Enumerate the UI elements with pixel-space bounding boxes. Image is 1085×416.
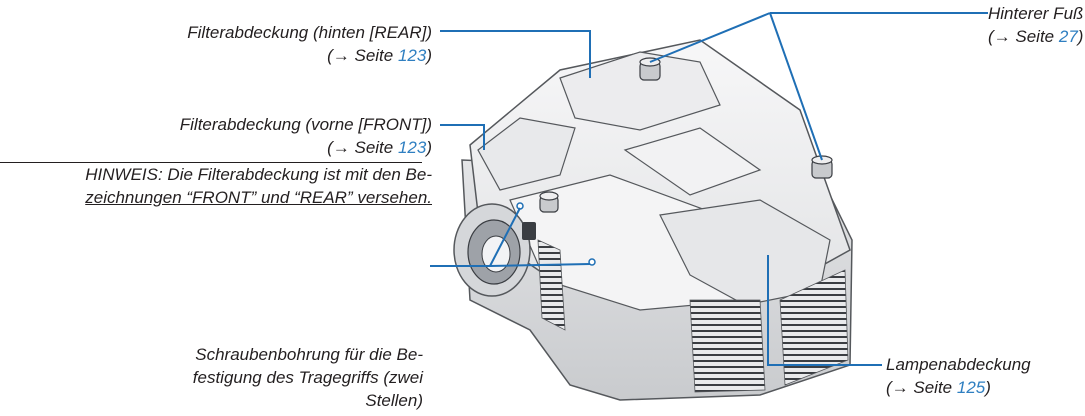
filter-rear-page-link[interactable]: 123	[397, 46, 427, 65]
filter-rear-page-ref: (→ Seite 123)	[327, 46, 432, 65]
rear-foot-page-link[interactable]: 27	[1058, 27, 1078, 46]
screw-holes-line-2: festigung des Tragegriffs (zwei	[192, 368, 423, 387]
note-line-2: zeichnungen “FRONT” und “REAR” versehen.	[85, 188, 432, 207]
screw-holes-line-1: Schraubenbohrung für die Be-	[195, 345, 423, 364]
rear-foot-page-ref: (→ Seite 27)	[988, 27, 1084, 46]
note-block: HINWEIS: Die Filterabdeckung ist mit den…	[85, 163, 432, 209]
filter-front-label: Filterabdeckung (vorne [FRONT])	[179, 115, 432, 134]
rear-foot-left-icon	[639, 57, 661, 81]
rear-foot-label: Hinterer Fuß	[988, 4, 1084, 23]
screw-holes-line-3: Stellen)	[365, 391, 423, 410]
callout-lamp-cover: Lampenabdeckung (→ Seite 125)	[886, 353, 1031, 399]
leader-screw-b	[489, 263, 591, 267]
filter-rear-label: Filterabdeckung (hinten [REAR])	[187, 23, 432, 42]
screw-hole-2	[588, 258, 596, 266]
rear-panel	[623, 127, 762, 196]
callout-filter-rear: Filterabdeckung (hinten [REAR]) (→ Seite…	[187, 21, 432, 67]
note-top-rule	[0, 162, 422, 163]
rear-vent	[779, 269, 849, 386]
leader-filter-front	[440, 124, 485, 150]
callout-rear-foot: Hinterer Fuß (→ Seite 27)	[988, 2, 1083, 48]
leader-rear-foot-b	[769, 12, 823, 161]
callout-screw-holes: Schraubenbohrung für die Be- festigung d…	[193, 343, 423, 412]
lamp-cover-label: Lampenabdeckung	[886, 355, 1031, 374]
side-vent-left	[537, 239, 566, 331]
leader-filter-rear	[440, 30, 591, 78]
note-line-1: HINWEIS: Die Filterabdeckung ist mit den…	[85, 165, 432, 184]
lamp-cover-page-link[interactable]: 125	[956, 378, 986, 397]
front-buttons	[522, 222, 536, 240]
leader-lines	[430, 12, 988, 366]
front-foot-icon	[539, 191, 559, 213]
side-vent-right	[689, 299, 766, 393]
lamp-cover-page-ref: (→ Seite 125)	[886, 378, 991, 397]
filter-front-page-ref: (→ Seite 123)	[327, 138, 432, 157]
leader-lamp-cover	[767, 255, 882, 366]
leader-rear-foot-a	[649, 12, 771, 63]
filter-cover-front	[477, 117, 576, 191]
leader-screw-a	[489, 207, 521, 267]
filter-cover-rear	[559, 51, 721, 131]
callout-filter-front: Filterabdeckung (vorne [FRONT]) (→ Seite…	[180, 113, 432, 159]
filter-front-page-link[interactable]: 123	[397, 138, 427, 157]
